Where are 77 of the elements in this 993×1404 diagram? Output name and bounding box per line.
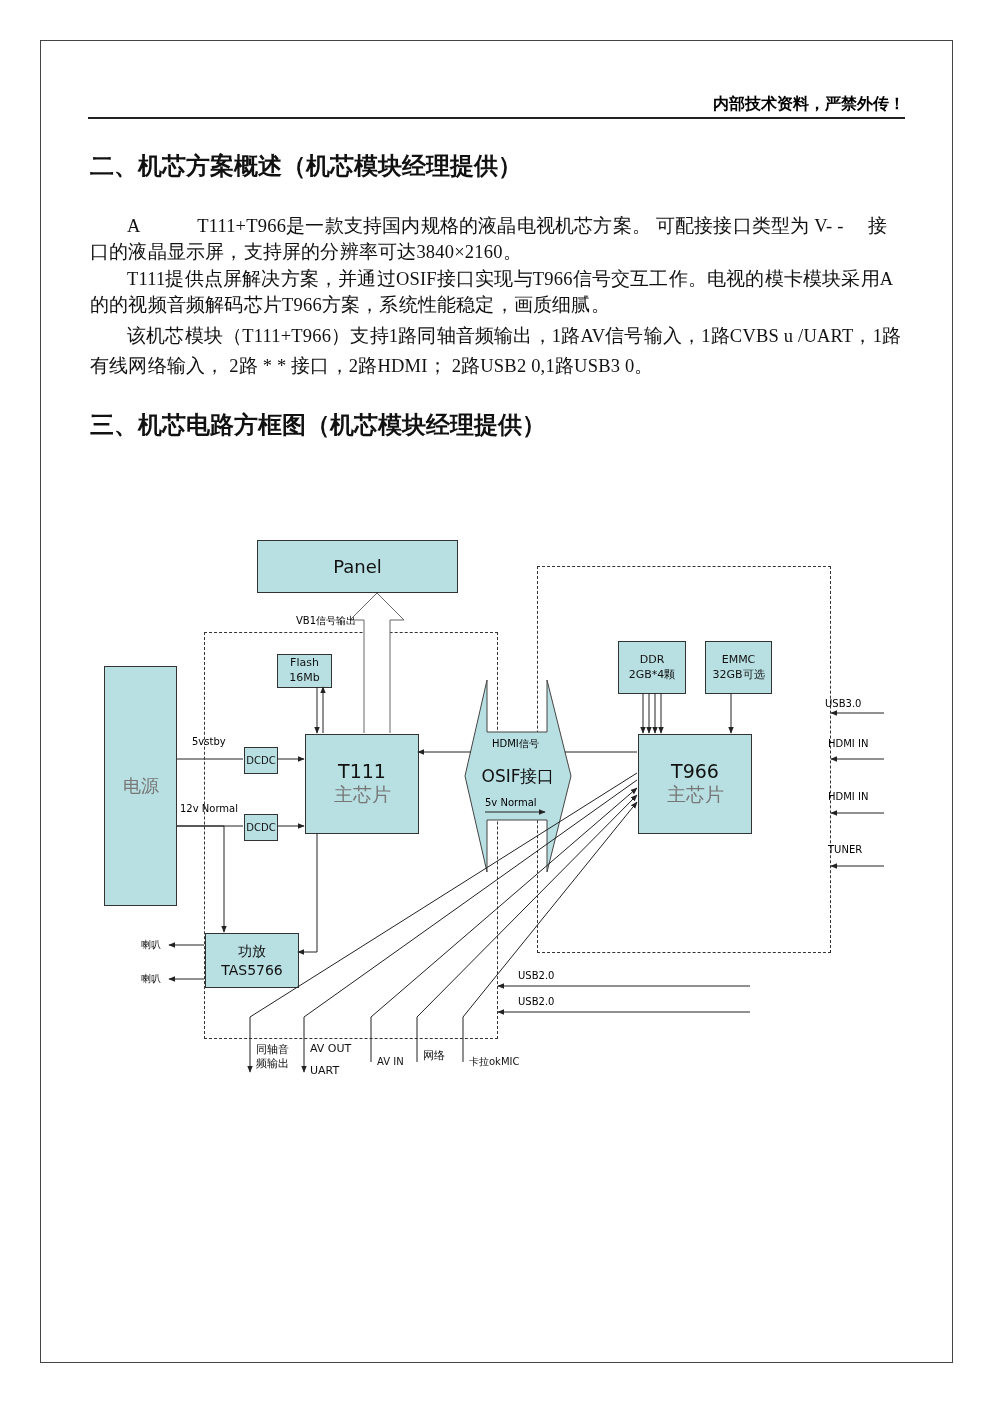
body-paragraph: T111提供点屏解决方案，并通过OSIF接口实现与T966信号交互工作。电视的模卡模块采用A 的的视频音频解码芯片T966方案，系统性能稳定，画质细腻。 bbox=[90, 268, 894, 317]
signal-label: 5v Normal bbox=[485, 797, 537, 808]
edge-label: 12v Normal bbox=[180, 803, 238, 814]
arrow bbox=[301, 779, 638, 1073]
port-label: UART bbox=[309, 1064, 341, 1078]
box-text: Panel bbox=[333, 556, 382, 577]
arrow bbox=[314, 686, 320, 734]
port-label: AV IN bbox=[376, 1055, 405, 1069]
arrow bbox=[416, 794, 638, 1063]
box-text: 主芯片 bbox=[333, 782, 391, 807]
box-text: 主芯片 bbox=[666, 782, 724, 807]
chip-box bbox=[638, 734, 752, 834]
arrow bbox=[320, 686, 326, 734]
box-text: 功放 TAS5766 bbox=[220, 941, 284, 980]
box-text: T111 bbox=[338, 760, 386, 782]
box-text: Flash 16Mb bbox=[288, 656, 321, 686]
arrow bbox=[658, 692, 664, 734]
signal-block-arrow bbox=[349, 592, 405, 734]
arrow bbox=[276, 823, 305, 829]
arrow bbox=[728, 692, 734, 734]
arrow bbox=[652, 692, 658, 734]
box-text: DDR 2GB*4颗 bbox=[627, 652, 677, 683]
edge-label: TUNER bbox=[828, 844, 863, 855]
edge-label: USB2.0 bbox=[518, 996, 555, 1007]
arrow bbox=[830, 710, 885, 716]
section-heading: 三、机芯电路方框图（机芯模块经理提供） bbox=[90, 410, 547, 441]
port-label: 同轴音频输出 bbox=[255, 1043, 290, 1071]
port-label: 卡拉okMIC bbox=[468, 1055, 521, 1069]
edge-label: HDMI信号 bbox=[492, 737, 539, 751]
arrow bbox=[247, 772, 638, 1073]
arrow bbox=[830, 810, 885, 816]
body-paragraph: A T111+T966是一款支持国内规格的液晶电视机芯方案。 可配接接口类型为 V- - 接口的液晶显示屏，支持屏的分辨率可达3840×2160。 bbox=[90, 215, 888, 264]
box-text: OSIF接口 bbox=[481, 764, 555, 788]
connector-line bbox=[176, 758, 244, 760]
port-label: 网络 bbox=[422, 1049, 446, 1063]
memory-box bbox=[618, 641, 686, 694]
power-supply-box bbox=[104, 666, 177, 906]
edge-label: HDMI IN bbox=[828, 738, 869, 749]
arrow bbox=[417, 749, 472, 755]
arrow bbox=[276, 756, 305, 762]
connector-line bbox=[564, 751, 638, 753]
section-heading: 二、机芯方案概述（机芯模块经理提供） bbox=[90, 151, 523, 182]
edge-label: HDMI IN bbox=[828, 791, 869, 802]
arrow bbox=[168, 942, 205, 948]
header-note: 内部技术资料，严禁外传！ bbox=[712, 94, 905, 115]
arrow bbox=[297, 832, 318, 955]
arrow bbox=[176, 825, 227, 933]
arrow bbox=[646, 692, 652, 734]
port-label: 喇叭 bbox=[141, 972, 162, 986]
body-paragraph: 该机芯模块（T111+T966）支持1路同轴音频输出，1路AV信号输入，1路CVBS u /UART，1路有线网络输入， 2路 * * 接口，2路HDMI； 2路USB2 0,1路USB3 0。 bbox=[90, 325, 903, 378]
edge-label: VB1信号输出 bbox=[296, 614, 357, 628]
chip-box bbox=[305, 734, 419, 834]
box-text: T966 bbox=[671, 760, 719, 782]
port-label: 喇叭 bbox=[141, 938, 162, 952]
connector-line bbox=[176, 825, 244, 827]
port-label: AV OUT bbox=[309, 1042, 353, 1056]
arrow bbox=[497, 1009, 751, 1015]
edge-label: USB3.0 bbox=[825, 698, 862, 709]
arrow bbox=[497, 983, 751, 989]
arrow bbox=[830, 756, 885, 762]
edge-label: 5vstby bbox=[192, 736, 226, 747]
arrow bbox=[168, 976, 205, 982]
panel-box bbox=[257, 540, 458, 593]
arrow bbox=[462, 801, 638, 1063]
box-text: 电源 bbox=[122, 774, 159, 798]
arrow bbox=[830, 863, 885, 869]
box-text: DCDC bbox=[246, 755, 276, 766]
amplifier-box bbox=[205, 933, 299, 988]
converter-box bbox=[244, 747, 278, 774]
arrow bbox=[370, 787, 638, 1063]
memory-box bbox=[277, 654, 332, 688]
edge-label: USB2.0 bbox=[518, 970, 555, 981]
converter-box bbox=[244, 814, 278, 841]
arrow bbox=[640, 692, 646, 734]
box-text: DCDC bbox=[246, 822, 276, 833]
box-text: EMMC 32GB可选 bbox=[711, 652, 766, 683]
memory-box bbox=[705, 641, 772, 694]
